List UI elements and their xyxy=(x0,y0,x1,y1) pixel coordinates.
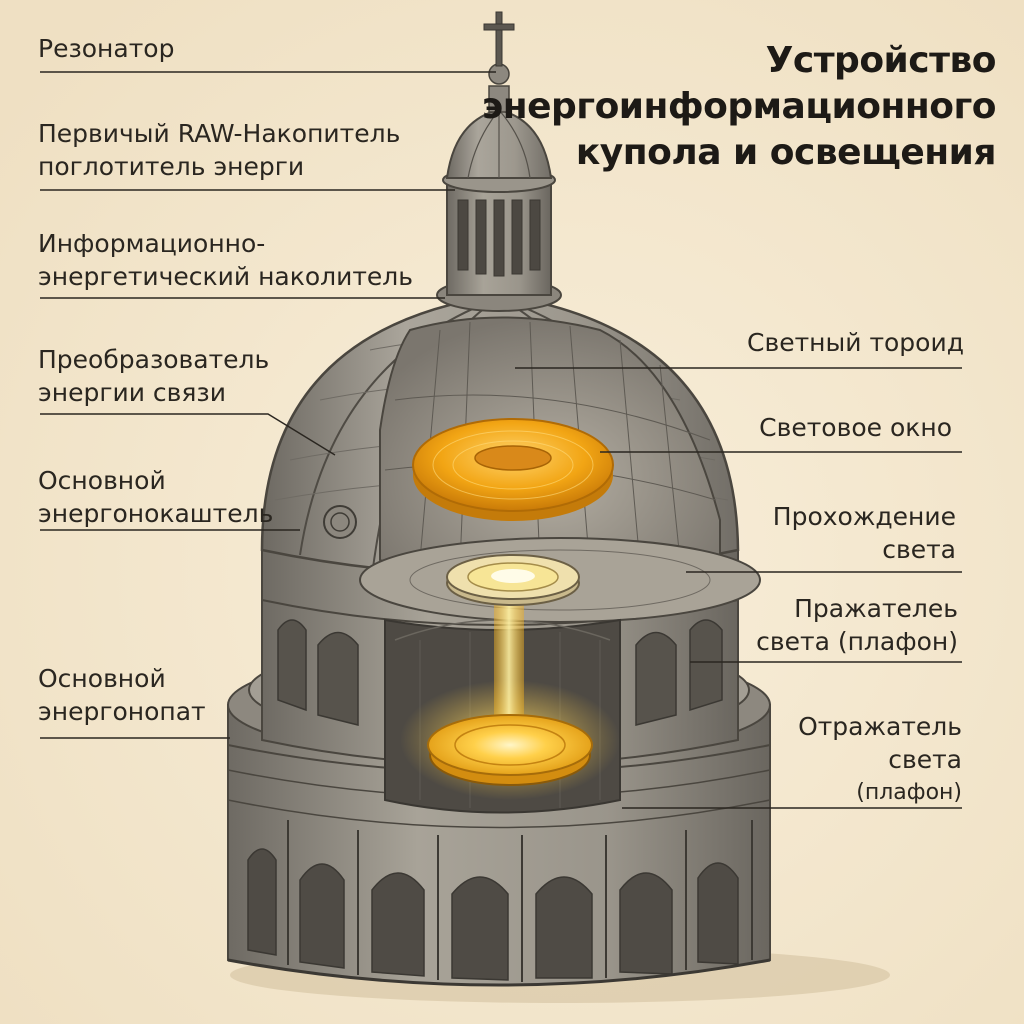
lantern xyxy=(436,11,562,312)
label-main-base: Основной энергонопат xyxy=(38,662,206,728)
label-light-window-text: Световое окно xyxy=(759,413,952,442)
label-light-reflector-line-1: Отражатель xyxy=(798,712,962,741)
label-light-prajatel-line-1: Пражателеь xyxy=(794,594,958,623)
label-info-energy-storage-line-2: энергетический наколитель xyxy=(38,262,414,291)
label-converter: Преобразователь энергии связи xyxy=(38,343,269,409)
label-light-prajatel-line-2: света (плафон) xyxy=(756,627,958,656)
label-light-toroid: Светный тороид xyxy=(747,326,964,359)
light-elements xyxy=(400,418,620,800)
page-title: Устройство энергоинформационного купола … xyxy=(476,38,997,176)
label-light-reflector: Отражатель света (плафон) xyxy=(798,710,962,809)
label-light-reflector-line-2: света xyxy=(888,745,962,774)
label-primary-storage: Первичый RAW-Накопитель поглотитель энер… xyxy=(38,117,400,183)
label-light-passage: Прохождение света xyxy=(773,500,956,566)
label-light-window: Световое окно xyxy=(759,411,952,444)
label-info-energy-storage-line-1: Информационно- xyxy=(38,229,266,258)
leader-lines xyxy=(40,71,962,809)
label-info-energy-storage: Информационно- энергетический наколитель xyxy=(38,227,413,293)
label-main-base-line-1: Основной xyxy=(38,664,166,693)
title-line-1: Устройство xyxy=(765,40,997,81)
label-main-cauldron-line-1: Основной xyxy=(38,466,166,495)
label-main-base-line-2: энергонопат xyxy=(38,697,206,726)
label-light-passage-line-2: света xyxy=(882,535,956,564)
title-line-2: энергоинформационного xyxy=(481,86,997,127)
label-resonator-text: Резонатор xyxy=(38,34,175,63)
label-light-passage-line-1: Прохождение xyxy=(772,502,956,531)
label-main-cauldron-line-2: энергонокаштель xyxy=(38,499,274,528)
label-light-prajatel: Пражателеь света (плафон) xyxy=(756,592,958,658)
label-primary-storage-line-2: поглотитель энерги xyxy=(38,152,305,181)
label-light-toroid-text: Светный тороид xyxy=(747,328,964,357)
label-primary-storage-line-1: Первичый RAW-Накопитель xyxy=(38,119,401,148)
label-main-cauldron: Основной энергонокаштель xyxy=(38,464,273,530)
label-converter-line-1: Преобразователь xyxy=(38,345,270,374)
title-line-3: купола и освещения xyxy=(575,132,997,173)
label-light-reflector-line-3: (плафон) xyxy=(856,780,962,805)
label-converter-line-2: энергии связи xyxy=(38,378,226,407)
label-resonator: Резонатор xyxy=(38,32,174,65)
